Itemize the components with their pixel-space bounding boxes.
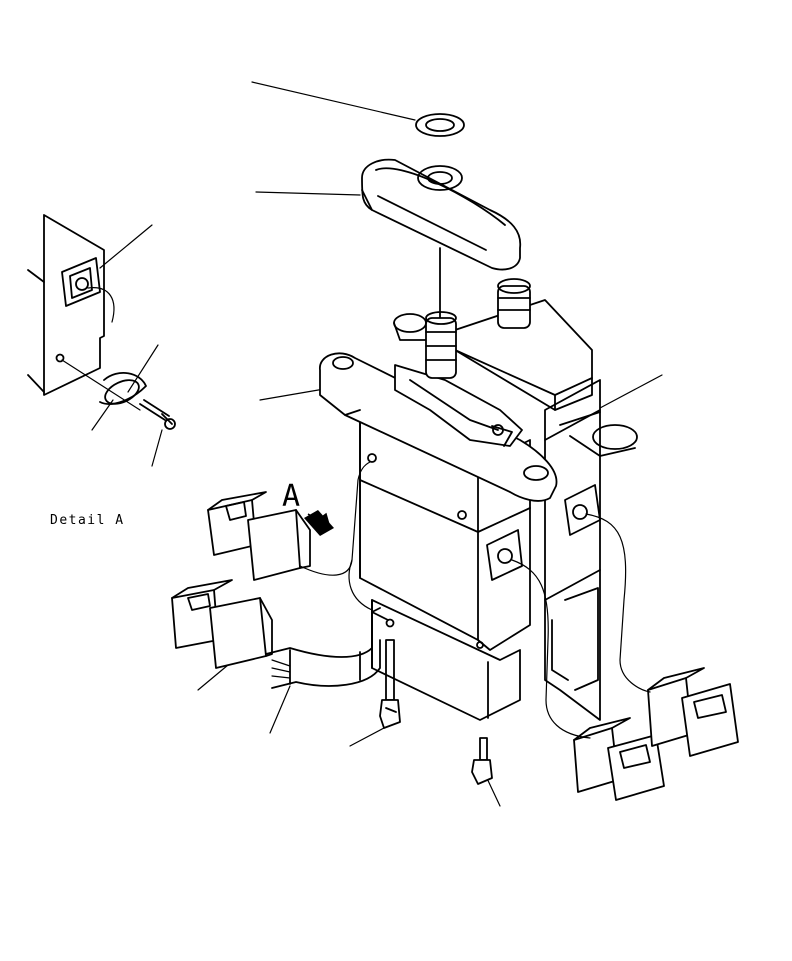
leader-line-connector bbox=[197, 664, 229, 691]
leader-line-right-valve bbox=[599, 374, 663, 409]
leader-line-detail-clip bbox=[127, 344, 159, 393]
detail-switch-box bbox=[61, 257, 101, 307]
lower-right-connector-a bbox=[573, 717, 665, 801]
mounting-bolt-right bbox=[471, 737, 493, 785]
leader-line-washer bbox=[251, 81, 416, 121]
boot-opening bbox=[417, 165, 463, 191]
leader-line-detail-switch bbox=[99, 224, 153, 269]
detail-wire bbox=[87, 287, 115, 323]
leader-line-detail-screw bbox=[151, 429, 163, 467]
right-plunger bbox=[497, 285, 531, 329]
detail-clip-band bbox=[99, 372, 147, 405]
leader-line-bolt-left bbox=[349, 727, 385, 747]
left-plate-hole-left bbox=[332, 356, 354, 370]
detail-mount-hole bbox=[55, 353, 65, 363]
view-marker-label: A bbox=[282, 479, 300, 514]
lower-right-connector-b bbox=[647, 667, 739, 757]
lever-linkage bbox=[394, 364, 523, 447]
wire-harness bbox=[265, 559, 381, 689]
detail-a-inset bbox=[27, 214, 176, 430]
washer bbox=[415, 113, 465, 137]
upper-left-connector bbox=[207, 491, 311, 581]
lower-right-connector-a-wire bbox=[511, 559, 591, 739]
valve-screw-hole-top bbox=[367, 453, 377, 463]
leader-line-bracket bbox=[259, 387, 331, 401]
mounting-bolt-left bbox=[379, 639, 401, 729]
right-bracket-ear-left bbox=[393, 313, 427, 333]
detail-clip-ring bbox=[104, 379, 140, 405]
view-arrow bbox=[304, 510, 334, 536]
leader-line-harness bbox=[269, 685, 291, 734]
left-top-plate bbox=[319, 352, 558, 502]
right-bracket-ear-right bbox=[592, 424, 638, 450]
lever-boot bbox=[361, 158, 522, 271]
valve-screw-hole-side bbox=[457, 510, 467, 520]
left-valve-switch bbox=[486, 529, 523, 581]
lower-right-connector-b-wire bbox=[585, 513, 651, 693]
detail-caption: Detail A bbox=[50, 513, 125, 528]
right-valve-switch bbox=[564, 484, 601, 536]
right-valve-body bbox=[393, 278, 638, 721]
detail-panel-outline bbox=[43, 214, 105, 396]
lower-left-connector bbox=[171, 579, 273, 669]
left-valve-body bbox=[319, 311, 558, 721]
left-plate-hole-right bbox=[523, 465, 549, 481]
detail-screw-head bbox=[164, 418, 176, 430]
leader-line-detail-band bbox=[91, 399, 114, 431]
detail-switch-knob bbox=[75, 277, 89, 291]
left-plunger bbox=[425, 317, 457, 379]
leader-line-boot bbox=[255, 191, 361, 196]
